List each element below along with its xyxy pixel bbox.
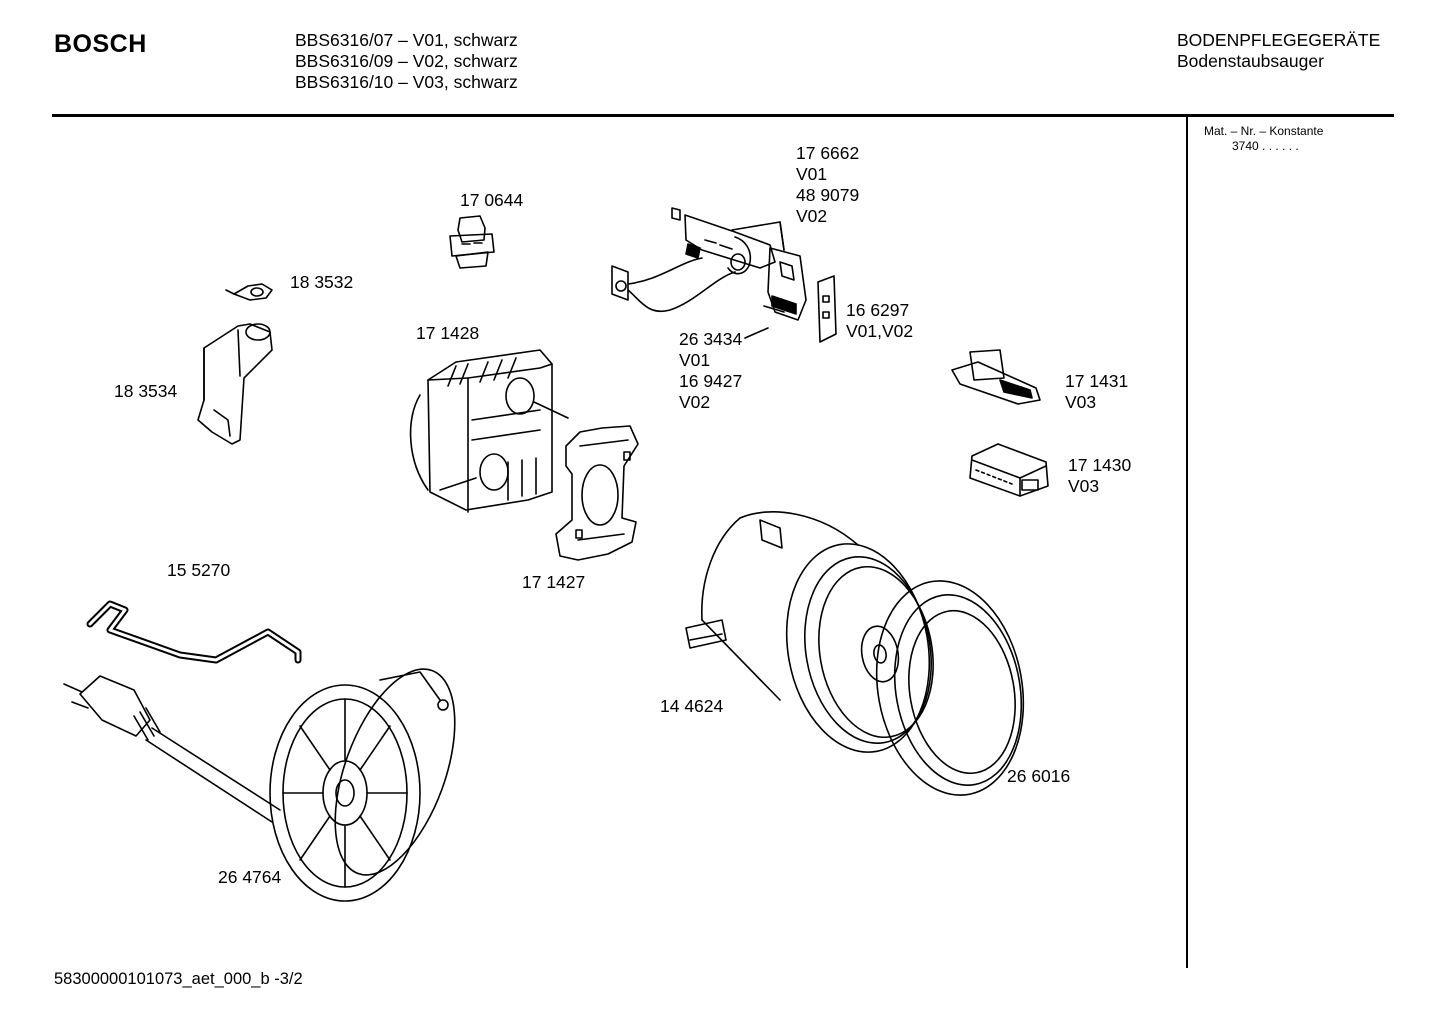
category-block: BODENPFLEGEGERÄTE Bodenstaubsauger <box>1177 30 1380 72</box>
power-plug <box>63 675 161 741</box>
model-line: BBS6316/07 – V01, schwarz <box>295 30 518 50</box>
part-label-183532: 18 3532 <box>290 272 354 292</box>
magnet-ring <box>555 425 639 561</box>
material-number-title: Mat. – Nr. – Konstante <box>1204 124 1324 138</box>
model-line: BBS6316/10 – V03, schwarz <box>295 72 518 92</box>
model-line: BBS6316/09 – V02, schwarz <box>295 51 518 71</box>
motor <box>685 511 934 753</box>
part-label-183534: 18 3534 <box>114 381 178 401</box>
header-divider <box>52 114 1394 117</box>
category-subtitle: Bodenstaubsauger <box>1177 51 1324 71</box>
side-panel: Mat. – Nr. – Konstante 3740 . . . . . . <box>1204 124 1323 154</box>
material-number-value: 3740 . . . . . . <box>1232 139 1299 153</box>
part-label-155270: 15 5270 <box>167 560 231 580</box>
part-label-144624: 14 4624 <box>660 696 724 716</box>
electronics-module <box>611 207 837 343</box>
connector-block <box>969 443 1049 497</box>
part-label-170644: 17 0644 <box>460 190 524 210</box>
model-list: BBS6316/07 – V01, schwarz BBS6316/09 – V… <box>295 30 518 93</box>
field-coil <box>409 349 569 513</box>
side-panel-divider <box>1186 117 1188 968</box>
terminal-strip <box>951 349 1041 405</box>
power-cable <box>145 727 281 823</box>
part-label-171427: 17 1427 <box>522 572 586 592</box>
document-id: 58300000101073_aet_000_b -3/2 <box>54 970 303 988</box>
small-clip <box>225 283 273 301</box>
part-label-171428: 17 1428 <box>416 323 480 343</box>
part-label-266016: 26 6016 <box>1007 766 1071 786</box>
seal-ring <box>875 580 1025 796</box>
brand-logo: BOSCH <box>54 30 147 58</box>
leader-line <box>779 221 785 251</box>
category-title: BODENPFLEGEGERÄTE <box>1177 30 1381 50</box>
part-label-264764: 26 4764 <box>218 867 282 887</box>
switch-button <box>449 215 495 269</box>
cable-reel <box>269 668 456 902</box>
bracket <box>197 323 273 445</box>
wire-handle-inner <box>88 602 300 662</box>
